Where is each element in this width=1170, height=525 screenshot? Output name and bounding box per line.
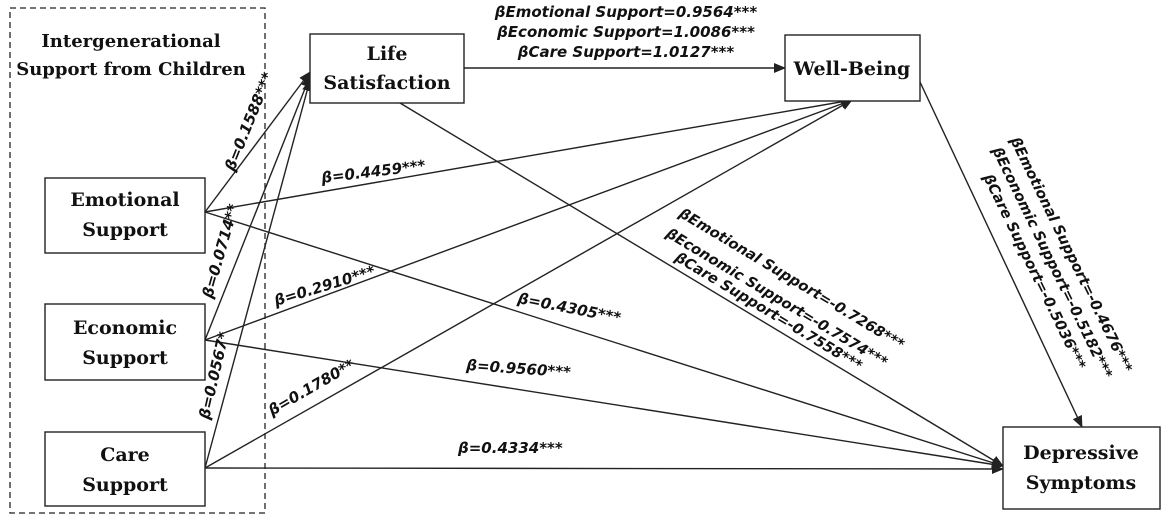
edge-care-life: [204, 79, 312, 469]
label-life-wellbeing-economic: βEconomic Support=1.0086***: [496, 23, 755, 41]
label-emotional-depressive: β=0.4305***: [515, 289, 622, 327]
node-care-line1: Care: [100, 444, 150, 466]
edge-care-depressive: [204, 463, 1004, 474]
label-life-depressive-economic: βEconomic Support=-0.7574***: [662, 225, 890, 371]
edge-economic-depressive: [204, 339, 1004, 470]
group-title-line1: Intergenerational: [41, 31, 220, 52]
node-life-line2: Satisfaction: [323, 72, 450, 94]
edge-emotional-life: [204, 71, 311, 213]
edge-economic-life: [204, 75, 311, 341]
node-well-being: Well-Being: [784, 34, 921, 102]
edge-care-wellbeing: [204, 99, 853, 469]
node-economic-line2: Support: [82, 347, 168, 369]
edge-life-depressive: [399, 102, 1004, 467]
node-depressive-symptoms: Depressive Symptoms: [1002, 426, 1161, 510]
node-emotional-line2: Support: [82, 219, 168, 241]
node-care-support: Care Support: [44, 431, 206, 507]
node-care-line2: Support: [82, 474, 168, 496]
label-care-wellbeing: β=0.1780**: [264, 355, 358, 420]
edge-emotional-wellbeing: [204, 96, 853, 213]
edge-emotional-depressive: [204, 211, 1004, 468]
label-wellbeing-depressive-economic: βEconomic Support=-0.5182***: [988, 144, 1115, 382]
label-economic-wellbeing: β=0.2910***: [271, 262, 378, 310]
node-life-line1: Life: [367, 43, 408, 65]
label-economic-depressive: β=0.9560***: [465, 356, 572, 381]
node-depressive-line2: Symptoms: [1026, 472, 1136, 494]
label-care-depressive: β=0.4334***: [457, 439, 563, 457]
node-economic-support: Economic Support: [44, 303, 206, 381]
edges: [204, 63, 1083, 474]
group-title-line2: Support from Children: [16, 59, 246, 80]
node-depressive-line1: Depressive: [1023, 442, 1139, 464]
node-life-satisfaction: Life Satisfaction: [309, 33, 465, 104]
node-emotional-support: Emotional Support: [44, 177, 206, 254]
node-emotional-line1: Emotional: [70, 189, 179, 211]
node-economic-line1: Economic: [73, 317, 177, 339]
node-wellbeing-line1: Well-Being: [793, 58, 911, 80]
label-life-wellbeing-emotional: βEmotional Support=0.9564***: [494, 3, 758, 21]
edge-wellbeing-depressive: [919, 81, 1083, 428]
edge-economic-wellbeing: [204, 99, 853, 341]
label-emotional-life: β=0.1588***: [221, 70, 277, 175]
label-life-wellbeing-care: βCare Support=1.0127***: [517, 43, 735, 61]
